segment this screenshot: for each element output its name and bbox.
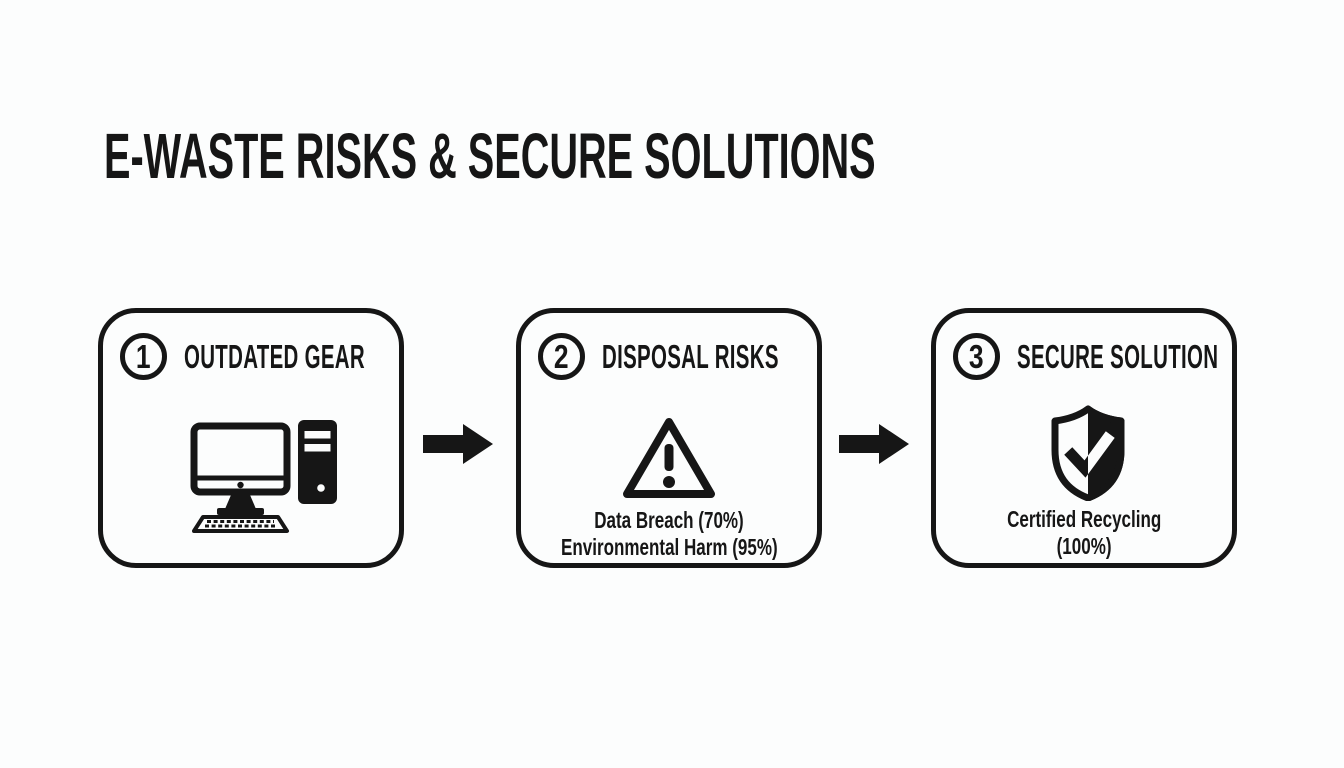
stat-line: (100%) [1056, 533, 1112, 559]
step-number-badge: 2 [538, 333, 585, 380]
step-number: 1 [136, 338, 151, 375]
step-number-badge: 3 [953, 333, 1000, 380]
arrow-right-icon [839, 424, 909, 464]
shield-checkmark-icon [1048, 404, 1128, 506]
arrow-right-icon [423, 424, 493, 464]
page-title: E-WASTE RISKS & SECURE SOLUTIONS [104, 124, 1344, 188]
desktop-computer-icon [190, 418, 340, 538]
step-box-disposal-risks: 2 DISPOSAL RISKS Data Breach (70%) Envir… [516, 308, 822, 568]
step-header: 3 SECURE SOLUTION [953, 333, 1342, 380]
step-number: 3 [969, 338, 984, 375]
step-captions: Data Breach (70%) Environmental Harm (95… [521, 507, 817, 561]
step-label: DISPOSAL RISKS [602, 337, 779, 375]
step-box-outdated-gear: 1 OUTDATED GEAR [98, 308, 404, 568]
stat-line: Environmental Harm (95%) [560, 534, 778, 560]
stat-line: Data Breach (70%) [594, 507, 744, 533]
step-number: 2 [554, 338, 569, 375]
warning-triangle-icon [621, 415, 717, 506]
step-box-secure-solution: 3 SECURE SOLUTION Certified Recycling (1… [931, 308, 1237, 568]
step-captions: Certified Recycling (100%) [936, 506, 1232, 560]
step-label: OUTDATED GEAR [184, 337, 365, 375]
step-header: 1 OUTDATED GEAR [120, 333, 476, 380]
step-label: SECURE SOLUTION [1017, 337, 1219, 375]
step-header: 2 DISPOSAL RISKS [538, 333, 887, 380]
page-title-text: E-WASTE RISKS & SECURE SOLUTIONS [104, 120, 876, 192]
stat-line: Certified Recycling [1006, 506, 1162, 532]
step-number-badge: 1 [120, 333, 167, 380]
